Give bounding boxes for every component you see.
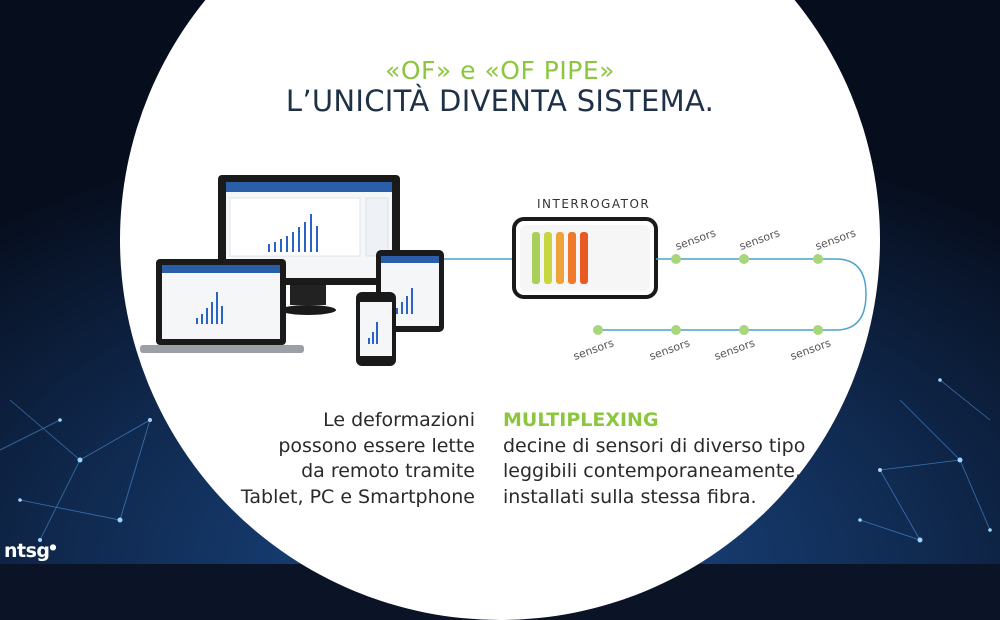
remote-reading-text: Le deformazioni possono essere lette da … [241, 408, 475, 510]
sensor-node [671, 325, 681, 335]
interrogator-bar [532, 232, 540, 284]
desktop-monitor-icon [218, 175, 400, 315]
sensor-node [739, 325, 749, 335]
multiplexing-heading: MULTIPLEXING [503, 409, 659, 431]
interrogator-label: INTERROGATOR [537, 197, 651, 211]
text-line: da remoto tramite [301, 460, 475, 482]
sensor-node [813, 325, 823, 335]
interrogator-bar [544, 232, 552, 284]
text-line: decine di sensori di diverso tipo [503, 434, 806, 457]
text-line: Tablet, PC e Smartphone [240, 485, 475, 508]
laptop-icon [140, 259, 304, 353]
system-diagram [140, 175, 867, 366]
multiplexing-text: MULTIPLEXING decine di sensori di divers… [503, 408, 805, 510]
sensor-node [813, 254, 823, 264]
sensor-node [739, 254, 749, 264]
text-line: leggibili contemporaneamente, [503, 460, 801, 482]
interrogator-bar [556, 232, 564, 284]
text-line: Le deformazioni [323, 409, 475, 431]
slide-title: L’UNICITÀ DIVENTA SISTEMA. [285, 84, 715, 118]
interrogator-bar [568, 232, 576, 284]
interrogator-bar [580, 232, 588, 284]
logo-mark: ● [49, 542, 57, 552]
slide-subtitle: «OF» e «OF PIPE» [385, 56, 615, 85]
ntsg-logo: ntsg● [4, 540, 57, 562]
logo-text: ntsg [4, 540, 50, 562]
text-line: installati sulla stessa fibra. [503, 485, 757, 508]
smartphone-icon [356, 292, 396, 366]
sensor-node [593, 325, 603, 335]
sensor-node [671, 254, 681, 264]
text-line: possono essere lette [278, 434, 475, 457]
